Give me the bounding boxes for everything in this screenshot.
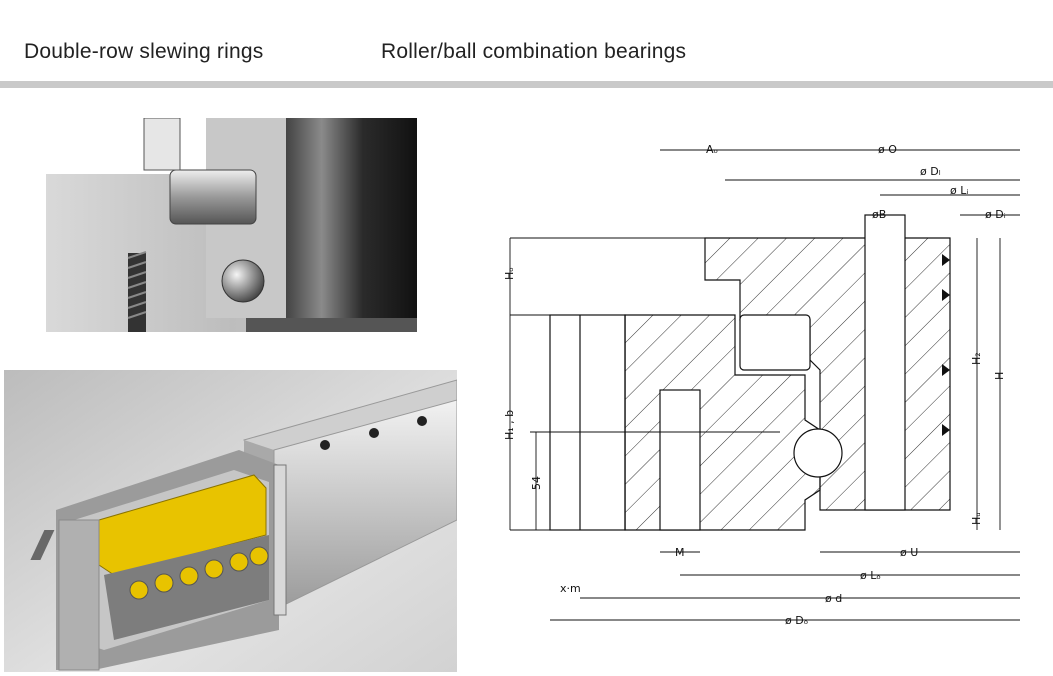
- label-do: ø Dₒ: [785, 614, 808, 627]
- bearing-render-photo: [4, 370, 457, 672]
- label-hu: Hᵤ: [970, 512, 983, 525]
- label-xm: x·m: [560, 582, 581, 595]
- label-54: 54: [530, 476, 543, 490]
- header-divider: [0, 81, 1053, 88]
- label-b: øB: [872, 208, 886, 221]
- label-h2: H₂: [970, 352, 983, 365]
- cross-section-photo: [46, 118, 417, 332]
- label-d: ø d: [825, 592, 842, 605]
- label-ao: Aₒ: [706, 143, 718, 156]
- left-section-title: Double-row slewing rings: [24, 40, 264, 63]
- label-ho: Hₒ: [503, 267, 516, 280]
- label-di: ø Dᵢ: [985, 208, 1006, 221]
- label-h: H: [993, 372, 1006, 380]
- label-li: ø Lᵢ: [950, 184, 968, 197]
- label-m: M: [675, 546, 685, 559]
- label-h1b: H₁ , b: [503, 410, 516, 440]
- label-u: ø U: [900, 546, 918, 559]
- dimension-drawing: Aₒ ø O ø Dₗ ø Lᵢ øB ø Dᵢ Hₒ H₁ , b 54 H₂…: [480, 120, 1053, 640]
- label-o: ø O: [878, 143, 897, 156]
- label-lo: ø Lₒ: [860, 569, 881, 582]
- label-dl: ø Dₗ: [920, 165, 941, 178]
- right-section-title: Roller/ball combination bearings: [381, 40, 687, 63]
